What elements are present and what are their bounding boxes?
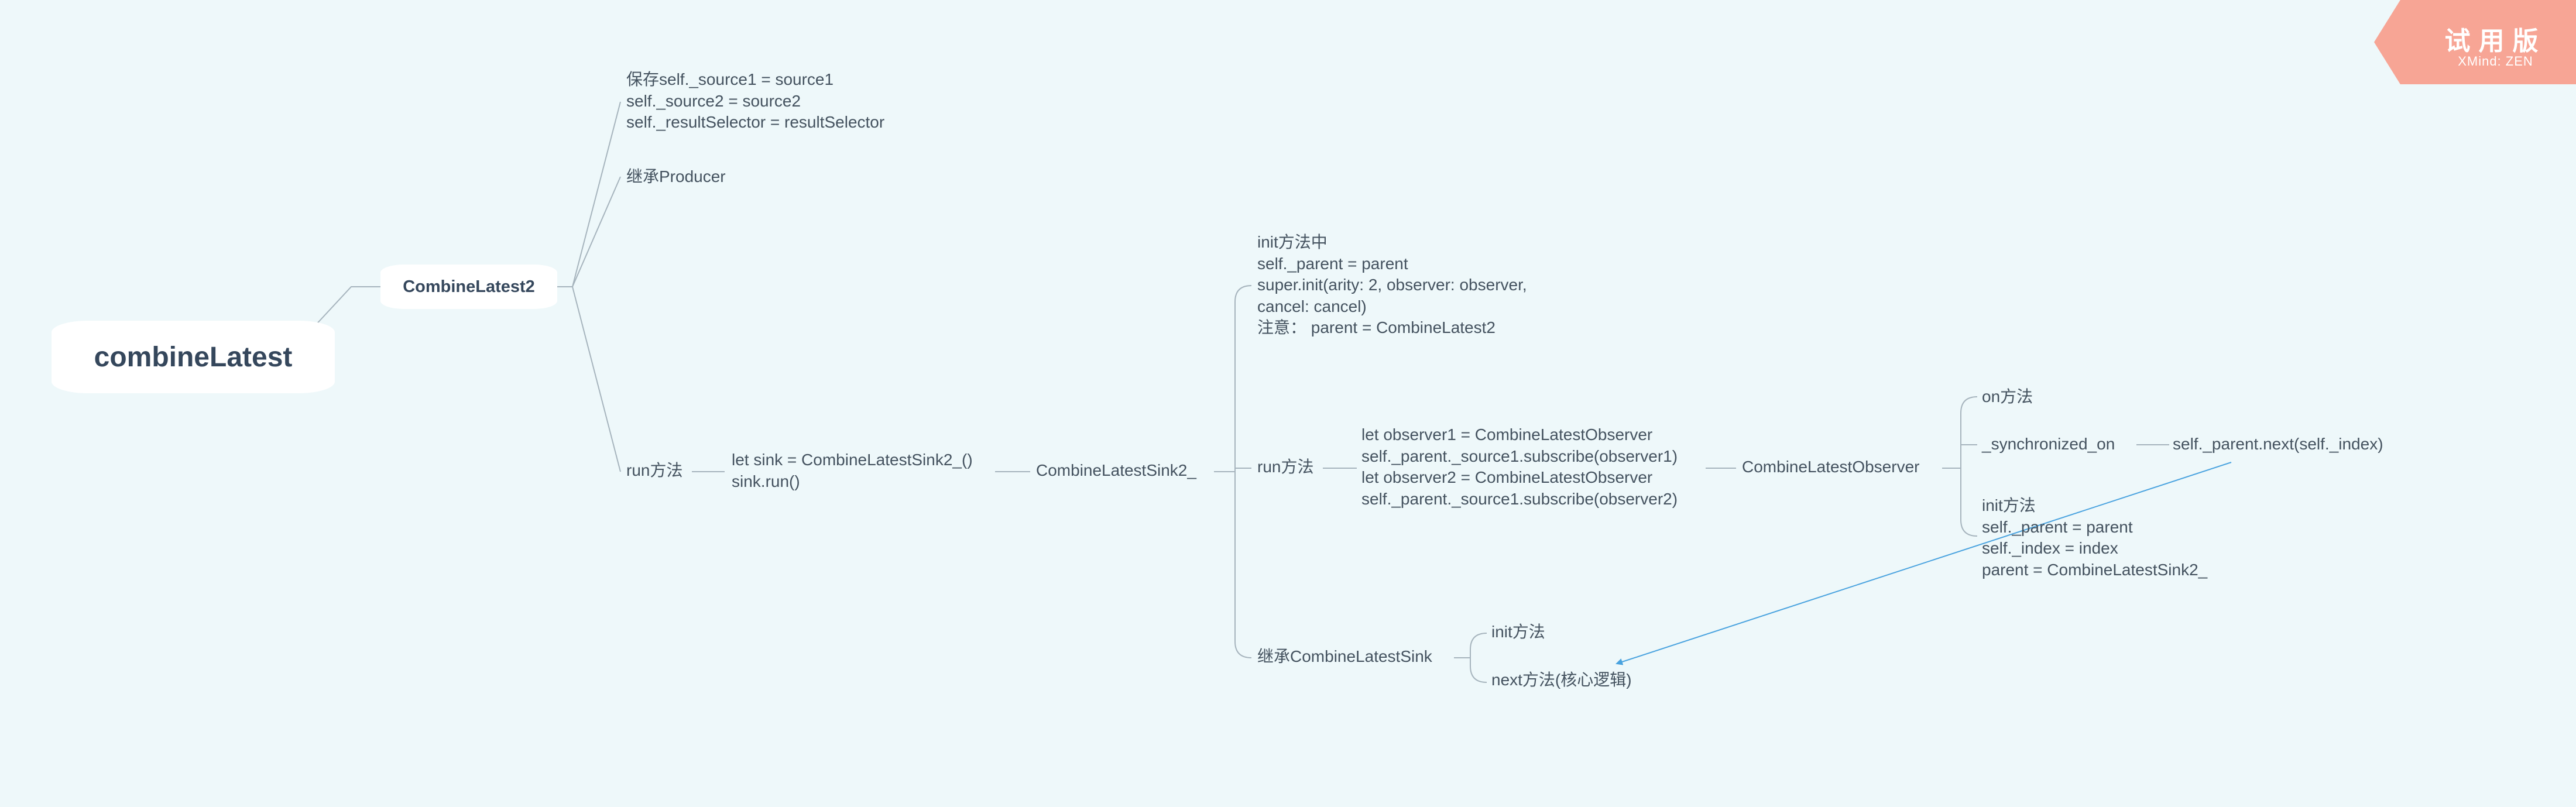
inherits-producer-label: 继承Producer [626,167,726,186]
sink-run-line: let observer1 = CombineLatestObserver [1361,425,1653,444]
sink-run-label: run方法 [1257,458,1314,476]
parent-next-label: self._parent.next(self._index) [2173,435,2383,453]
connector-central-to-combinelatest2 [313,286,382,328]
connector-cl2-to-inherits [572,176,621,287]
run-body-line: sink.run() [732,472,800,490]
on-method-label: on方法 [1982,387,2033,406]
synchronized-on-label: _synchronized_on [1982,435,2115,453]
topic-sink-inherit-next[interactable]: next方法(核心逻辑) [1491,669,1632,691]
topic-run-method[interactable]: run方法 [626,460,682,482]
topic-sink-init-method[interactable]: init方法中 self._parent = parent super.init… [1257,232,1527,339]
inherits-sink-label: 继承CombineLatestSink [1257,647,1432,665]
init-note-line: self._source2 = source2 [626,91,801,110]
watermark-title: 试用版 [2444,27,2547,56]
watermark-subtitle: XMind: ZEN [2458,54,2533,68]
relationship-arrow [1615,462,2232,665]
topic-sink-run-method[interactable]: run方法 [1257,456,1313,478]
observer-init-line: self._parent = parent [1982,517,2133,536]
connector-cl2-to-init-note [572,101,621,287]
sink-init-line: cancel: cancel) [1257,297,1367,315]
topic-sink-run-body[interactable]: let observer1 = CombineLatestObserver se… [1361,424,1678,510]
connector-observer-bracket [1960,396,1978,537]
topic-observer-init-method[interactable]: init方法 self._parent = parent self._index… [1982,495,2207,581]
init-note-line: self._resultSelector = resultSelector [626,113,885,131]
sink-run-line: self._parent._source1.subscribe(observer… [1361,489,1678,508]
sink-init-line: init方法中 [1257,233,1328,251]
run-method-label: run方法 [626,461,683,479]
connector-inherits-bracket [1470,633,1487,683]
topic-inherits-producer[interactable]: 继承Producer [626,166,726,188]
topic-sink-inherit-init[interactable]: init方法 [1491,621,1545,643]
topic-inherits-combinelatestsink[interactable]: 继承CombineLatestSink [1257,646,1432,668]
run-body-line: let sink = CombineLatestSink2_() [732,451,973,469]
sink-init-line: super.init(arity: 2, observer: observer, [1257,276,1527,294]
topic-observer-parent-next[interactable]: self._parent.next(self._index) [2173,434,2383,455]
inherit-next-label: next方法(核心逻辑) [1491,671,1632,689]
topic-observer-synchronized-on[interactable]: _synchronized_on [1982,434,2115,455]
sink-run-line: self._parent._source1.subscribe(observer… [1361,447,1678,465]
observer-label: CombineLatestObserver [1742,458,1920,476]
topic-run-body[interactable]: let sink = CombineLatestSink2_() sink.ru… [732,449,973,492]
trial-watermark[interactable]: 试用版 XMind: ZEN [2374,0,2576,84]
inherit-init-label: init方法 [1491,623,1545,641]
topic-combinelatest2[interactable]: CombineLatest2 [380,265,557,309]
topic-combinelatestsink2[interactable]: CombineLatestSink2_ [1036,460,1196,482]
init-note-line: 保存self._source1 = source1 [626,70,834,88]
topic-combinelatestobserver[interactable]: CombineLatestObserver [1742,456,1919,478]
sink-label: CombineLatestSink2_ [1036,461,1196,479]
sink-run-line: let observer2 = CombineLatestObserver [1361,468,1653,486]
sink-init-line: 注意： parent = CombineLatest2 [1257,318,1495,336]
observer-init-line: parent = CombineLatestSink2_ [1982,560,2208,579]
topic-combinelatest2-init-note[interactable]: 保存self._source1 = source1 self._source2 … [626,69,884,133]
connector-cl2-to-run [572,286,621,472]
topic-observer-on-method[interactable]: on方法 [1982,386,2033,408]
observer-init-line: init方法 [1982,496,2036,514]
central-topic[interactable]: combineLatest [52,321,335,393]
sink-init-line: self._parent = parent [1257,254,1408,273]
connector-sink-bracket [1234,285,1252,658]
observer-init-line: self._index = index [1982,539,2118,557]
